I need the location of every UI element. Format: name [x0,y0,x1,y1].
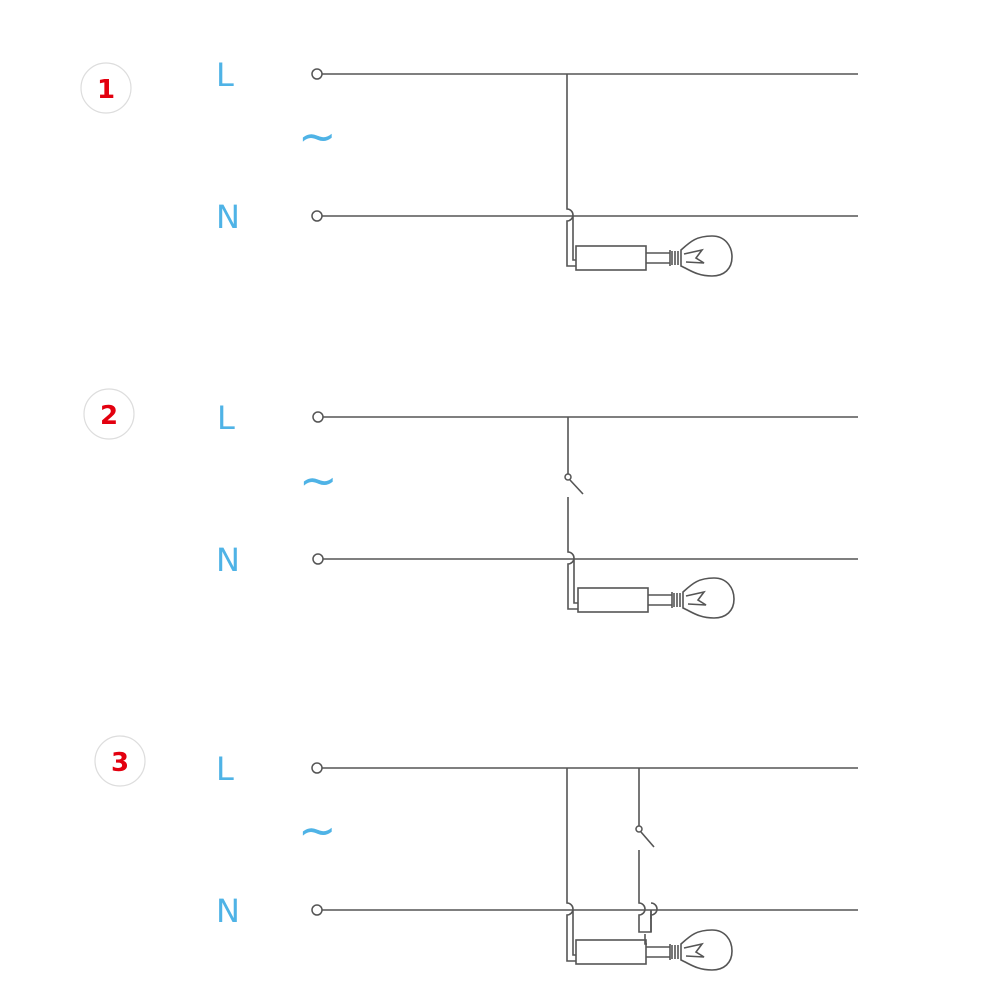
lamp-lead-wire [646,252,670,264]
lamp-icon [669,929,733,971]
neutral-feed-wire [573,559,578,604]
ac-symbol: ~ [298,109,337,163]
neutral-feed-wire [572,910,576,956]
lamp-icon [671,577,735,619]
line-label: L [216,750,234,788]
permanent-line-wire [566,768,576,962]
lamp-lead-wire [646,946,670,958]
terminal-icon [311,904,323,916]
line-feed-wire [566,74,576,267]
diagram-badge: 1 [80,62,132,114]
lamp-icon [669,235,733,277]
diagram-badge: 2 [83,388,135,440]
ballast-icon [577,587,649,613]
lamp-lead-wire [648,594,672,606]
terminal-icon [312,553,324,565]
terminal-icon [312,411,324,423]
line-feed-wire [567,497,578,610]
neutral-label: N [216,541,240,579]
switched-line-wire [650,902,658,932]
diagram-2: 2 L ~ N [83,388,858,619]
ac-symbol: ~ [299,453,338,507]
line-label: L [216,56,234,94]
diagram-1: 1 L ~ N [80,56,858,277]
diagram-number: 2 [100,401,118,431]
ballast-icon [575,245,647,271]
neutral-label: N [216,198,240,236]
ac-symbol: ~ [298,803,337,857]
terminal-icon [311,762,323,774]
neutral-label: N [216,892,240,930]
neutral-feed-wire [572,216,576,261]
diagram-number: 1 [97,75,115,105]
diagram-number: 3 [111,748,129,778]
switch-icon [635,768,655,848]
switched-line-wire [638,850,652,933]
ballast-icon [575,939,647,965]
terminal-icon [311,68,323,80]
line-label: L [217,399,235,437]
switch-icon [564,417,584,495]
terminal-icon [311,210,323,222]
diagram-3: 3 L ~ N [94,735,858,971]
diagram-badge: 3 [94,735,146,787]
